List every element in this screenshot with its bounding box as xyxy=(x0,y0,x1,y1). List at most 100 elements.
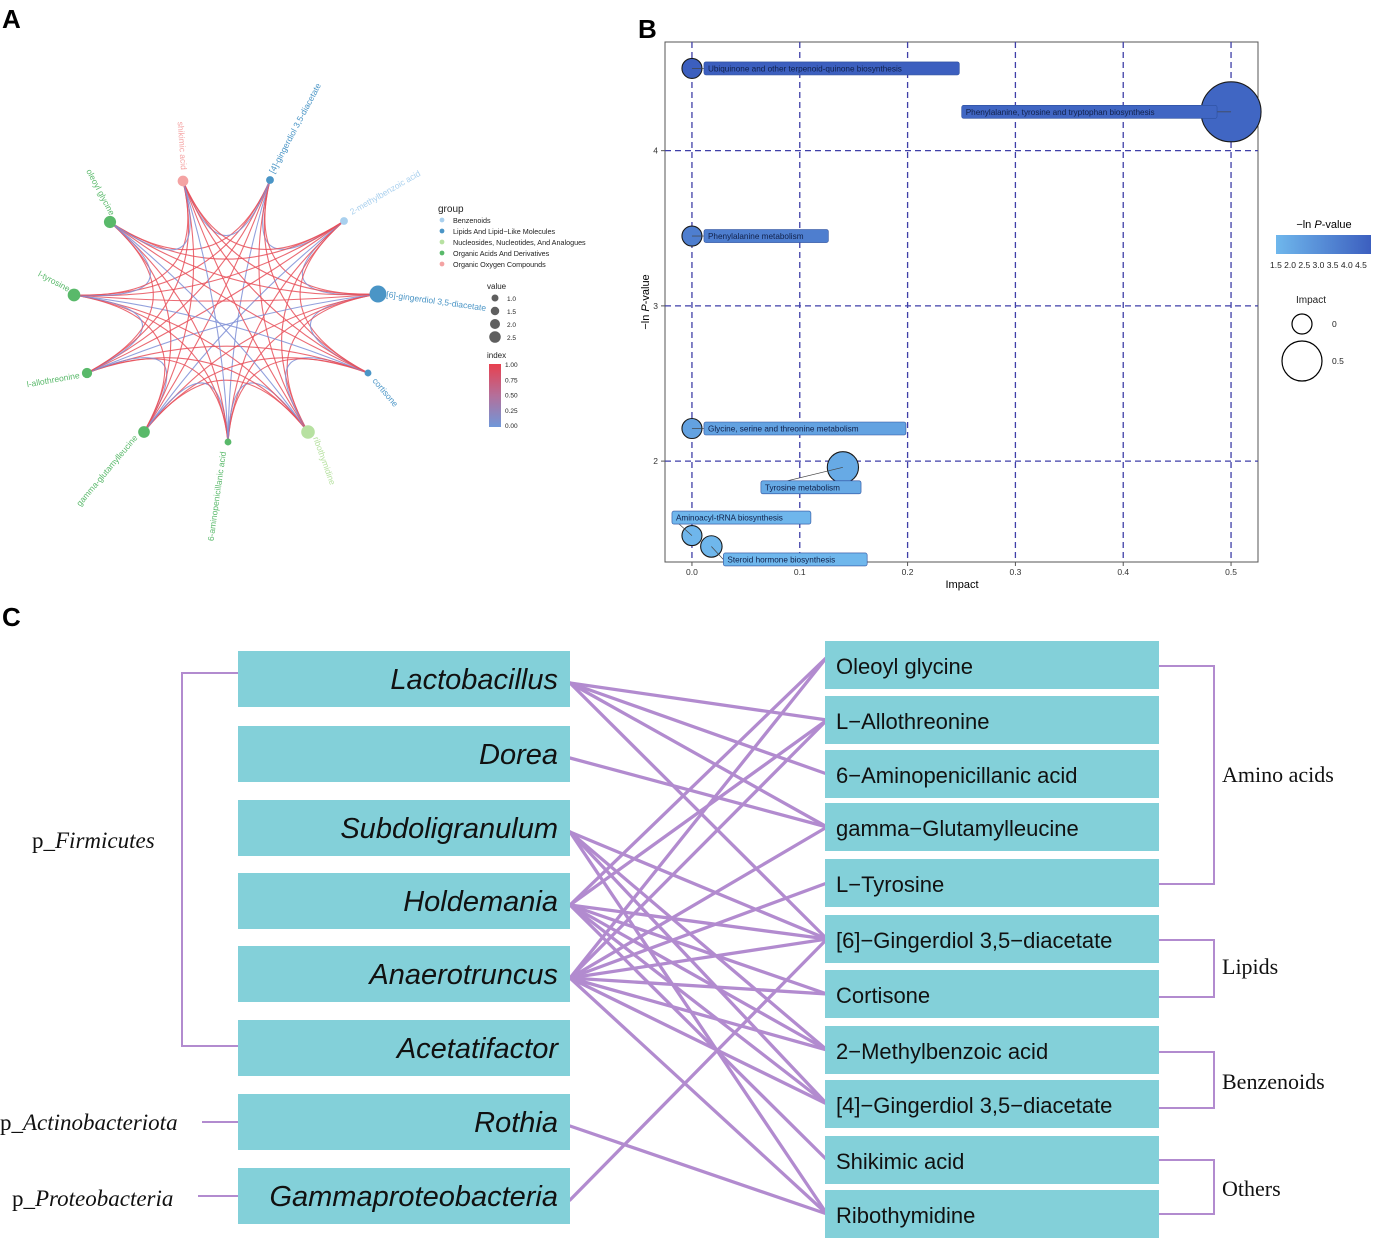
y-tick-label: 3 xyxy=(653,301,658,311)
node-label-2-methylbenzoic-acid: 2-methylbenzoic acid xyxy=(348,168,422,217)
node-l-tyrosine xyxy=(67,288,81,302)
node-label-shikimic-acid: shikimic acid xyxy=(176,121,189,170)
network-edge xyxy=(227,179,271,443)
node-2-methylbenzoic-acid xyxy=(340,217,348,225)
association-link xyxy=(568,830,829,1216)
legend-group-amino: Organic Acids And Derivatives xyxy=(453,249,550,258)
size-legend-tick-0: 0 xyxy=(1332,319,1337,329)
network-edges xyxy=(73,179,379,443)
network-edge xyxy=(73,293,379,302)
legend-group-lipids: Lipids And Lipid−Like Molecules xyxy=(453,227,555,236)
network-edge xyxy=(182,180,229,443)
metabolite-box-shikimic-acid xyxy=(825,1136,1159,1184)
x-axis-label: Impact xyxy=(945,579,978,591)
size-legend-large xyxy=(1281,340,1323,382)
legend-value-label: 2.0 xyxy=(507,322,516,329)
network-edge xyxy=(182,180,369,374)
taxon-label-lactobacillus: Lactobacillus xyxy=(390,664,558,696)
association-link xyxy=(568,903,829,1106)
metabolite-box-4-gingerdiol-3-5-diacetate xyxy=(825,1080,1159,1128)
node-label-6-aminopenicillanic-acid: 6-aminopenicillanic acid xyxy=(206,451,228,542)
color-legend-bar xyxy=(1276,235,1371,254)
node-label-l-allothreonine: l-allothreonine xyxy=(26,370,81,389)
association-link xyxy=(568,830,829,1052)
metabolite-box-l-tyrosine xyxy=(825,859,1159,907)
x-tick-label: 0.0 xyxy=(686,567,698,577)
metabolite-label-6-aminopenicillanic-acid: 6−Aminopenicillanic acid xyxy=(836,763,1078,788)
node-ribothymidine xyxy=(301,425,315,439)
bubble-label-box xyxy=(723,552,868,567)
metabolite-box-gamma-glutamylleucine xyxy=(825,803,1159,851)
legend-value-swatch xyxy=(489,331,501,343)
legend-value-label: 1.5 xyxy=(507,309,516,316)
taxon-box-lactobacillus xyxy=(238,651,570,707)
association-link xyxy=(568,937,829,980)
association-link xyxy=(568,830,829,1106)
legend-group-title: group xyxy=(438,204,464,215)
association-link xyxy=(568,903,829,1052)
association-link xyxy=(568,1124,829,1216)
metabolite-box-6-aminopenicillanic-acid xyxy=(825,750,1159,798)
legend-swatch-benzenoids xyxy=(439,217,445,223)
category-bracket-amino-acids xyxy=(1159,665,1215,885)
taxon-box-holdemania xyxy=(238,873,570,929)
legend-value-label: 1.0 xyxy=(507,296,516,303)
network-edge xyxy=(262,179,345,250)
phylum-name: Actinobacteriota xyxy=(21,1110,178,1135)
legend-swatch-amino xyxy=(439,250,445,256)
network-edge xyxy=(143,220,345,433)
bubble-label-box xyxy=(703,61,960,76)
category-label-others: Others xyxy=(1222,1176,1281,1201)
node-6-gingerdiol-3-5-diacetate xyxy=(369,285,387,303)
bubble-label-box xyxy=(703,229,829,243)
metabolite-label-ribothymidine: Ribothymidine xyxy=(836,1203,975,1228)
taxon-box-subdoligranulum xyxy=(238,800,570,856)
association-link xyxy=(568,756,829,829)
taxon-box-anaerotruncus xyxy=(238,946,570,1002)
network-edge xyxy=(182,180,379,295)
node-label-cortisone: cortisone xyxy=(370,376,400,409)
bubble-label-ubiquinone-and-other-terpenoid-quinone-biosynthesis: Ubiquinone and other terpenoid-quinone b… xyxy=(708,64,902,73)
y-tick-label: 4 xyxy=(653,146,658,156)
phylum-prefix: p_ xyxy=(32,828,56,853)
phylum-prefix: p_ xyxy=(12,1186,36,1211)
node-gamma-glutamylleucine xyxy=(138,426,150,438)
phylum-label-firmicutes: p_Firmicutes xyxy=(32,828,155,853)
association-link xyxy=(568,976,829,1106)
panel-c-correlation-network: LactobacillusDoreaSubdoligranulumHoldema… xyxy=(0,641,1334,1238)
phylum-name: Proteobacteria xyxy=(34,1186,173,1211)
taxon-box-dorea xyxy=(238,726,570,782)
metabolite-label-l-allothreonine: L−Allothreonine xyxy=(836,709,990,734)
metabolite-box-oleoyl-glycine xyxy=(825,641,1159,689)
association-link xyxy=(568,718,829,907)
network-nodes: [4]-gingerdiol 3,5-diacetate2-methylbenz… xyxy=(26,81,487,542)
metabolite-box-2-methylbenzoic-acid xyxy=(825,1026,1159,1074)
association-link xyxy=(568,937,829,1202)
association-link xyxy=(568,903,829,1162)
legend-value-swatch xyxy=(491,294,499,302)
association-link xyxy=(568,655,829,907)
metabolite-label-shikimic-acid: Shikimic acid xyxy=(836,1149,964,1174)
legend-index-tick: 0.00 xyxy=(505,423,518,430)
association-link xyxy=(568,655,829,980)
network-edge xyxy=(301,220,379,296)
phylum-label-actinobacteriota: p_Actinobacteriota xyxy=(0,1110,178,1135)
network-edge xyxy=(86,293,379,374)
x-tick-label: 0.5 xyxy=(1225,567,1237,577)
association-link xyxy=(568,681,829,722)
legend-group-oxygen: Organic Oxygen Compounds xyxy=(453,260,546,269)
metabolite-label-oleoyl-glycine: Oleoyl glycine xyxy=(836,654,973,679)
network-edge xyxy=(73,221,151,297)
association-link xyxy=(568,881,829,980)
node-label-6-gingerdiol-3-5-diacetate: [6]-gingerdiol 3,5-diacetate xyxy=(386,289,487,313)
metabolite-box-6-gingerdiol-3-5-diacetate xyxy=(825,915,1159,963)
phylum-prefix: p_ xyxy=(0,1110,24,1135)
metabolite-label-gamma-glutamylleucine: gamma−Glutamylleucine xyxy=(836,816,1079,841)
taxon-label-rothia: Rothia xyxy=(474,1107,558,1139)
legend-group-benzenoids: Benzenoids xyxy=(453,216,491,225)
metabolite-label-cortisone: Cortisone xyxy=(836,983,930,1008)
legend-index-title: index xyxy=(487,351,506,360)
category-bracket-others xyxy=(1159,1159,1215,1215)
